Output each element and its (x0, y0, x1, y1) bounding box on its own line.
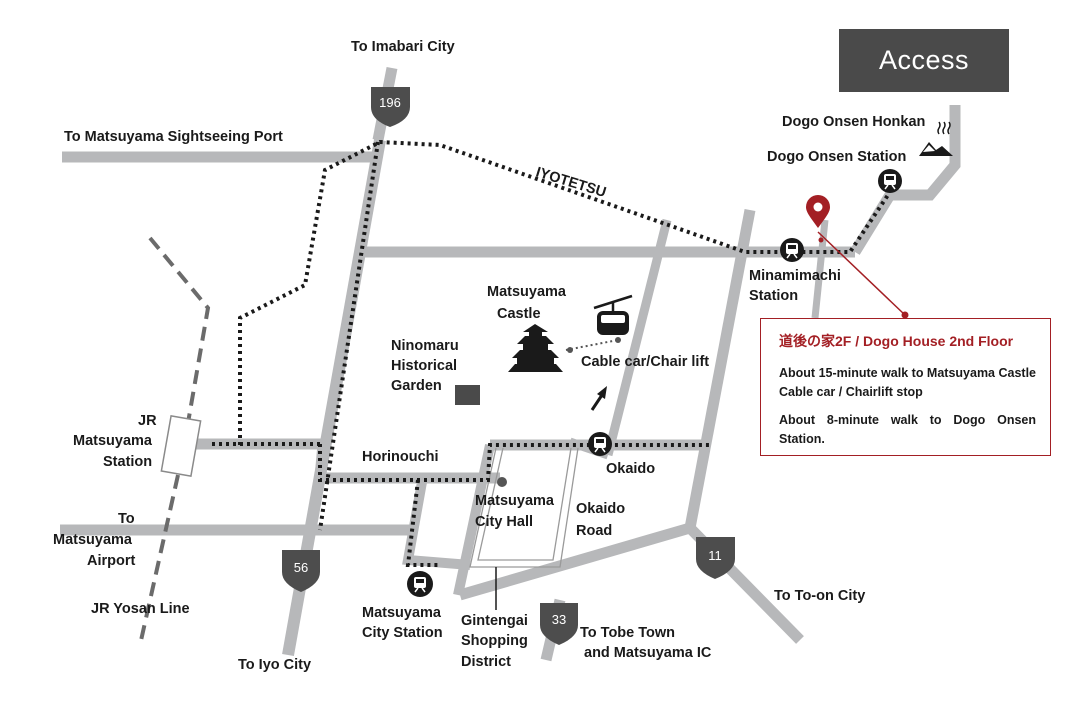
map-labels: To Imabari City To Matsuyama Sightseeing… (53, 39, 925, 673)
jr-yosan-line (138, 236, 211, 646)
destination-info-box: 道後の家2F / Dogo House 2nd Floor About 15-m… (760, 318, 1051, 456)
road-gintengai (453, 443, 495, 597)
label-horinouchi: Horinouchi (362, 449, 439, 465)
route-33-label: 33 (552, 612, 566, 627)
info-walk-onsen: About 8-minute walk to Dogo Onsen Statio… (779, 413, 1036, 446)
label-okaido-road-2: Road (576, 523, 612, 539)
route-11-label: 11 (708, 548, 722, 563)
tram-station-icon (407, 571, 433, 597)
route-shield-icon: 33 (540, 603, 578, 645)
route-196-label: 196 (379, 95, 401, 110)
road-dogo (850, 105, 961, 255)
label-gintengai-2: Shopping (461, 633, 528, 649)
label-cable-car: Cable car/Chair lift (581, 354, 709, 370)
onsen-icon (919, 121, 953, 156)
cable-car-connector (565, 339, 619, 351)
label-city-station-1: Matsuyama (362, 605, 442, 621)
label-to-tobe-1: To Tobe Town (580, 625, 675, 641)
label-jr-station-3: Station (103, 454, 152, 470)
route-shield-icon: 11 (696, 537, 735, 579)
location-pointer-end (901, 311, 909, 319)
label-iyotetsu: IYOTETSU (534, 165, 608, 202)
route-shield-icon: 196 (371, 87, 410, 127)
road-castle-approach (603, 218, 672, 457)
label-to-iyo: To Iyo City (238, 657, 311, 673)
road-okaido-diagonal (458, 522, 692, 601)
tram-station-icon (780, 238, 804, 262)
tram-station-icon (878, 169, 902, 193)
label-ninomaru-1: Ninomaru (391, 338, 459, 354)
label-jr-station-1: JR (138, 413, 157, 429)
castle-dot (567, 347, 573, 353)
access-header: Access (839, 29, 1009, 92)
label-ninomaru-2: Historical (391, 358, 457, 374)
castle-icon (508, 324, 563, 372)
label-castle-2: Castle (497, 306, 541, 322)
label-to-tobe-2: and Matsuyama IC (584, 645, 712, 661)
tram-station-icon (588, 432, 612, 456)
label-okaido: Okaido (606, 461, 655, 477)
label-to-airport-1: To (118, 511, 135, 527)
city-hall-dot (497, 477, 507, 487)
label-gintengai-1: Gintengai (461, 613, 528, 629)
garden-marker-icon (455, 385, 480, 405)
label-to-imabari: To Imabari City (351, 39, 455, 55)
label-city-hall-1: Matsuyama (475, 493, 555, 509)
label-minamimachi-1: Minamimachi (749, 268, 841, 284)
label-okaido-road-1: Okaido (576, 501, 625, 517)
road-city-station (402, 481, 471, 570)
label-jr-yosan: JR Yosan Line (91, 601, 190, 617)
label-dogo-onsen-station: Dogo Onsen Station (767, 149, 906, 165)
location-pin-icon (806, 195, 830, 228)
label-gintengai-3: District (461, 654, 511, 670)
route-56-label: 56 (294, 560, 308, 575)
okaido-road-outline (469, 447, 579, 568)
jr-matsuyama-station-box (160, 414, 202, 478)
label-city-hall-2: City Hall (475, 514, 533, 530)
label-to-airport-2: Matsuyama (53, 532, 133, 548)
route-shield-icon: 56 (282, 550, 320, 592)
cable-car-dot (615, 337, 621, 343)
info-title: 道後の家2F / Dogo House 2nd Floor (779, 333, 1014, 349)
label-dogo-onsen-honkan: Dogo Onsen Honkan (782, 114, 925, 130)
label-city-station-2: City Station (362, 625, 443, 641)
label-ninomaru-3: Garden (391, 378, 442, 394)
info-walk-castle: About 15-minute walk to Matsuyama Castle… (779, 366, 1037, 399)
road-east-ns (684, 208, 756, 530)
cable-car-icon (593, 294, 633, 335)
label-minamimachi-2: Station (749, 288, 798, 304)
location-pointer-line (817, 231, 906, 316)
direction-arrow-icon (590, 386, 607, 411)
label-to-toon: To To-on City (774, 588, 865, 604)
label-to-airport-3: Airport (87, 553, 136, 569)
label-jr-station-2: Matsuyama (73, 433, 153, 449)
label-to-sightseeing-port: To Matsuyama Sightseeing Port (64, 129, 283, 145)
location-pointer-start (818, 237, 824, 243)
label-castle-1: Matsuyama (487, 284, 567, 300)
